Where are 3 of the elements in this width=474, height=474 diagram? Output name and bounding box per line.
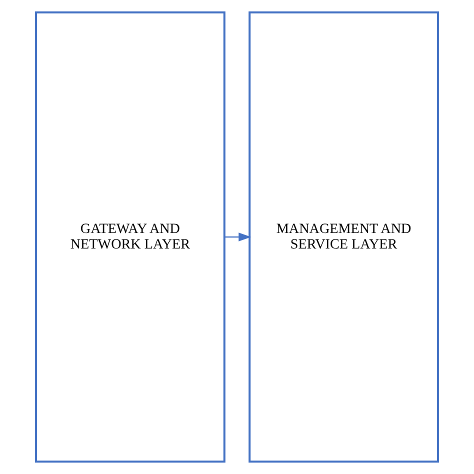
arrow <box>224 232 252 242</box>
node-box: MANAGEMENT AND SERVICE LAYER <box>248 11 439 463</box>
node-box: GATEWAY AND NETWORK LAYER <box>35 11 226 463</box>
